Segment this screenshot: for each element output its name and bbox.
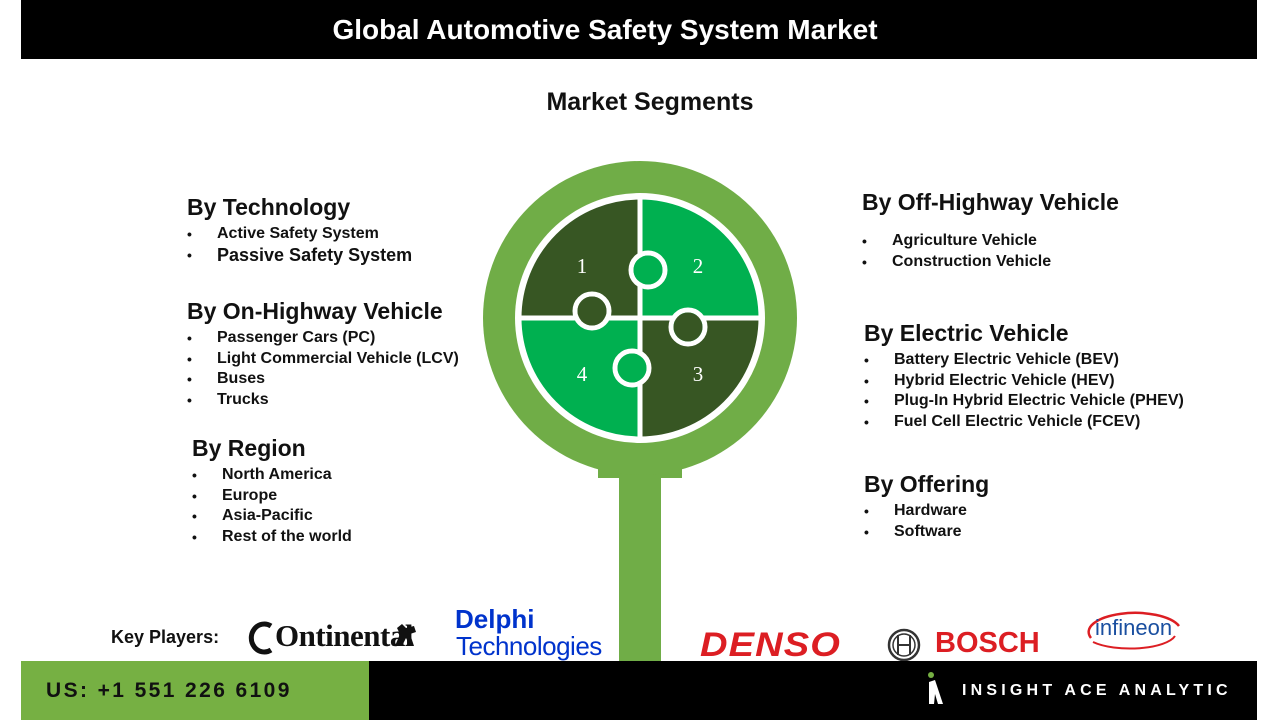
bosch-logo: BOSCH [935, 627, 1040, 659]
puzzle-piece-3 [640, 318, 760, 438]
list-item: Trucks [187, 390, 459, 411]
market-segments-title: Market Segments [546, 88, 754, 116]
page-title: Global Automotive Safety System Market [332, 13, 878, 45]
segment-by-off-highway-vehicle: By Off-Highway Vehicle Agriculture Vehic… [862, 189, 1119, 272]
list-item: Hybrid Electric Vehicle (HEV) [864, 371, 1184, 392]
magnifier-handle [619, 476, 661, 662]
segment-heading: By Technology [187, 194, 351, 220]
puzzle-piece-4 [520, 318, 640, 438]
puzzle-number-4: 4 [577, 362, 588, 386]
footer-contact: US: +1 551 226 6109 [21, 661, 369, 720]
key-players-label: Key Players: [111, 627, 220, 647]
denso-logo: DENSO [700, 626, 842, 664]
delphi-logo-subtitle: Technologies [456, 631, 602, 661]
list-item: Passive Safety System [187, 245, 412, 266]
list-item: Asia-Pacific [192, 506, 352, 527]
puzzle-piece-2 [640, 198, 760, 318]
segment-heading: By Electric Vehicle [864, 320, 1069, 346]
segment-by-region: By Region North America Europe Asia-Paci… [192, 435, 352, 548]
list-item: Construction Vehicle [862, 252, 1119, 273]
list-item: Plug-In Hybrid Electric Vehicle (PHEV) [864, 391, 1184, 412]
list-item: Hardware [864, 501, 989, 522]
continental-logo: Ontinental [275, 618, 413, 653]
puzzle-number-1: 1 [577, 254, 588, 278]
segment-heading: By Region [192, 435, 306, 461]
horse-icon [395, 624, 416, 646]
list-item: Rest of the world [192, 527, 352, 548]
segment-heading: By On-Highway Vehicle [187, 298, 443, 324]
list-item: Battery Electric Vehicle (BEV) [864, 350, 1184, 371]
segment-by-electric-vehicle: By Electric Vehicle Battery Electric Veh… [864, 320, 1184, 433]
delphi-logo: Delphi [455, 604, 535, 634]
list-item: Software [864, 522, 989, 543]
list-item: Fuel Cell Electric Vehicle (FCEV) [864, 412, 1184, 433]
title-banner: Global Automotive Safety System Market [21, 0, 1257, 59]
segment-by-technology: By Technology Active Safety System Passi… [187, 194, 412, 265]
list-item: Europe [192, 486, 352, 507]
infineon-logo: infineon [1095, 615, 1173, 640]
puzzle-circle [518, 196, 762, 440]
insight-ace-logo-icon [928, 672, 943, 704]
list-item: North America [192, 465, 352, 486]
puzzle-number-2: 2 [693, 254, 704, 278]
list-item: Agriculture Vehicle [862, 231, 1119, 252]
puzzle-number-3: 3 [693, 362, 704, 386]
segment-by-offering: By Offering Hardware Software [864, 471, 989, 542]
puzzle-piece-1 [520, 198, 640, 318]
continental-c-icon [248, 621, 273, 655]
brand-name: INSIGHT ACE ANALYTIC [962, 682, 1232, 699]
segment-by-on-highway-vehicle: By On-Highway Vehicle Passenger Cars (PC… [187, 298, 459, 411]
segment-heading: By Off-Highway Vehicle [862, 189, 1119, 215]
list-item: Passenger Cars (PC) [187, 328, 459, 349]
infineon-swoosh-icon [1087, 611, 1180, 650]
list-item: Light Commercial Vehicle (LCV) [187, 349, 459, 370]
footer-brand-bar [369, 661, 1257, 720]
list-item: Active Safety System [187, 224, 412, 245]
segment-heading: By Offering [864, 471, 990, 497]
phone-number: US: +1 551 226 6109 [46, 678, 292, 702]
bosch-armature-icon [887, 628, 921, 662]
list-item: Buses [187, 369, 459, 390]
